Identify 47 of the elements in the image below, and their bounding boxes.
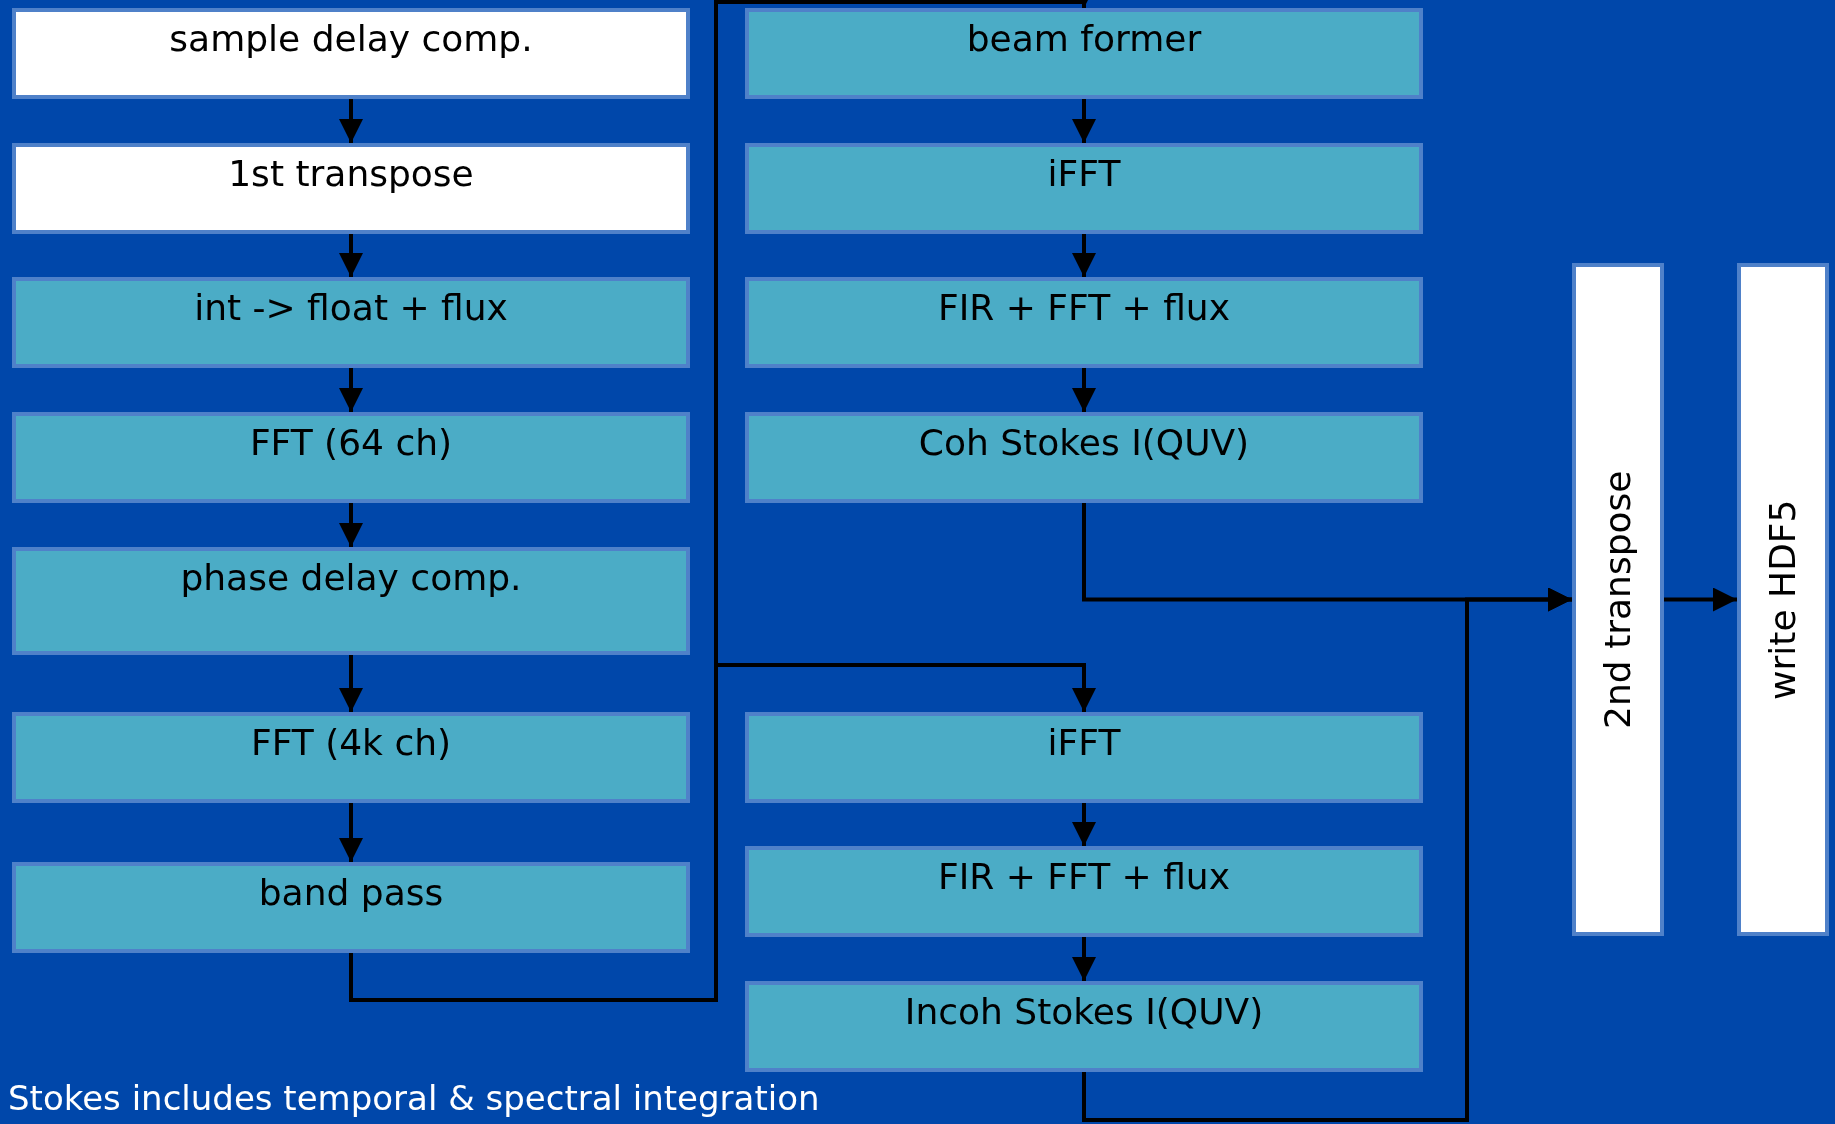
- arrow: [1082, 587, 1572, 1122]
- vertical-process-box: [1737, 263, 1829, 936]
- process-box: [12, 712, 690, 803]
- process-box: [745, 277, 1423, 368]
- note-text: Stokes includes temporal & spectral integration: [8, 1078, 820, 1118]
- box-label: FFT (4k ch): [250, 722, 452, 764]
- box-label: Incoh Stokes I(QUV): [904, 991, 1264, 1033]
- arrow: [339, 234, 363, 277]
- box-label: FIR + FFT + flux: [938, 287, 1230, 329]
- process-box: [12, 547, 690, 655]
- process-box: [745, 981, 1423, 1072]
- arrow: [1664, 587, 1737, 612]
- process-box: [12, 8, 690, 99]
- box-label: phase delay comp.: [180, 557, 522, 599]
- box-label: iFFT: [1047, 153, 1121, 195]
- process-box: [745, 712, 1423, 803]
- box-label: iFFT: [1047, 722, 1121, 764]
- arrow: [339, 99, 363, 143]
- process-box: [12, 277, 690, 368]
- arrow: [1072, 368, 1096, 412]
- box-label: beam former: [966, 18, 1202, 60]
- process-box: [12, 862, 690, 953]
- arrow: [349, 663, 1096, 1002]
- box-label: Coh Stokes I(QUV): [918, 422, 1250, 464]
- arrow: [1072, 234, 1096, 277]
- box-label: int -> float + flux: [194, 287, 508, 329]
- box-label: sample delay comp.: [169, 18, 533, 60]
- process-box: [745, 143, 1423, 234]
- box-label: 1st transpose: [228, 153, 474, 195]
- box-label: 2nd transpose: [1597, 470, 1639, 729]
- arrow: [339, 803, 363, 862]
- process-box: [745, 846, 1423, 937]
- arrow: [339, 503, 363, 547]
- process-box: [745, 412, 1423, 503]
- box-label: FIR + FFT + flux: [938, 856, 1230, 898]
- arrow: [339, 655, 363, 712]
- arrow: [1072, 937, 1096, 981]
- process-box: [12, 143, 690, 234]
- arrow: [339, 368, 363, 412]
- process-box: [745, 8, 1423, 99]
- arrow: [1072, 99, 1096, 143]
- box-label: write HDF5: [1762, 499, 1804, 700]
- box-label: FFT (64 ch): [249, 422, 453, 464]
- process-box: [12, 412, 690, 503]
- box-label: band pass: [258, 872, 444, 914]
- vertical-process-box: [1572, 263, 1664, 936]
- arrow: [1072, 803, 1096, 846]
